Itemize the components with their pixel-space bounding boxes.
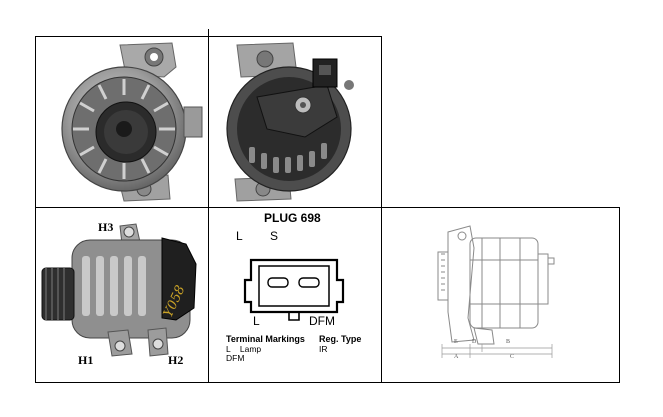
dim-a-label: A [454, 354, 459, 360]
dim-b-label: B [506, 339, 511, 345]
border-mid-row [35, 207, 619, 208]
reg-type-value: IR [319, 344, 328, 354]
border-bottom [35, 382, 619, 383]
plug-diagram-cell [209, 208, 381, 382]
dimension-line-drawing [437, 225, 555, 358]
pin-l-bottom: L [253, 314, 260, 328]
h1-label: H1 [78, 353, 94, 367]
dim-d-label: D [472, 339, 477, 345]
pin-s: S [270, 229, 279, 243]
alternator-front-photo [36, 37, 208, 207]
alternator-side-photo: H3 H1 H2 Y058 [36, 208, 208, 382]
border-left [35, 36, 36, 383]
terminal-markings-header: Terminal Markings [226, 334, 305, 344]
reg-type-header: Reg. Type [319, 334, 362, 344]
pin-dfm: DFM [309, 314, 335, 328]
plug-connector-drawing [243, 258, 345, 321]
h3-label: H3 [98, 220, 114, 234]
dim-c-label: C [510, 354, 515, 360]
border-right [619, 207, 620, 383]
terminal-line-1: L Lamp [226, 344, 262, 354]
terminal-line-2: DFM [226, 353, 245, 363]
h2-label: H2 [168, 353, 184, 367]
border-col1 [208, 29, 209, 383]
alternator-rear-photo [209, 37, 381, 207]
plug-title: PLUG 698 [264, 211, 321, 225]
border-col2 [381, 36, 382, 383]
dim-e-label: E [454, 339, 458, 345]
pin-l-top: L [236, 229, 243, 243]
alternator-dimension-drawing: E D B A C [382, 208, 619, 382]
